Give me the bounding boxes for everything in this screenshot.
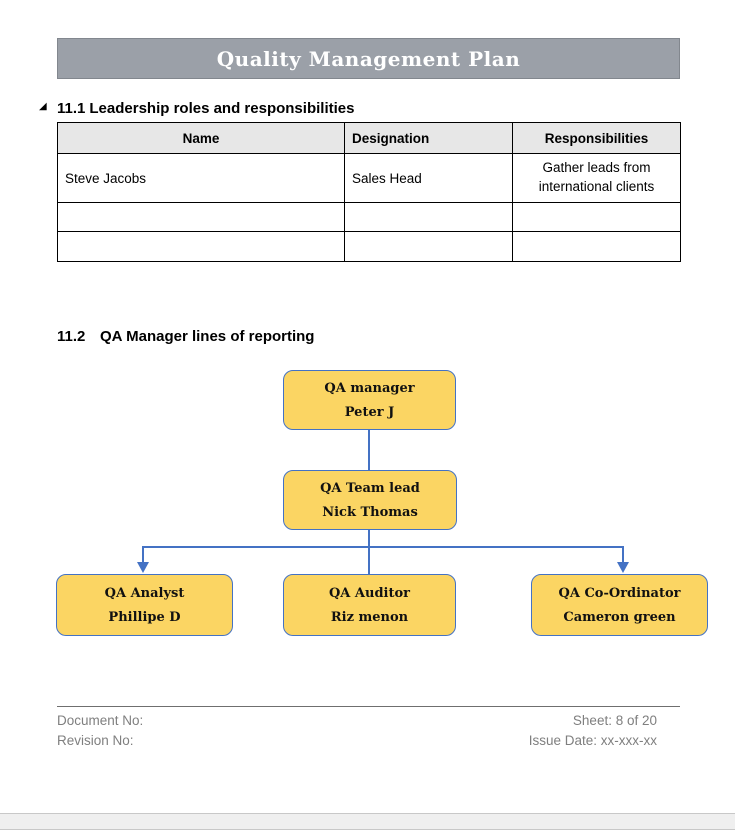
footer-divider xyxy=(57,706,680,707)
org-node-role: QA Co-Ordinator xyxy=(558,585,681,601)
table-row: Steve Jacobs Sales Head Gather leads fro… xyxy=(57,153,681,203)
footer-right-block: Sheet: 8 of 20 Issue Date: xx-xxx-xx xyxy=(400,711,657,751)
horizontal-scrollbar-track[interactable] xyxy=(0,813,735,830)
cell-responsibilities: Gather leads from international clients xyxy=(512,153,681,203)
leadership-roles-table: Name Designation Responsibilities Steve … xyxy=(57,122,681,262)
cell-designation: Sales Head xyxy=(344,153,513,203)
section-title: Leadership roles and responsibilities xyxy=(89,100,355,117)
cell-responsibilities xyxy=(512,202,681,232)
cell-name xyxy=(57,202,345,232)
org-node-qa-analyst: QA Analyst Phillipe D xyxy=(56,574,233,636)
heading-collapse-icon[interactable]: ◢ xyxy=(39,101,47,112)
org-node-role: QA Team lead xyxy=(320,480,420,496)
section-number: 11.2 xyxy=(57,328,86,345)
org-node-qa-manager: QA manager Peter J xyxy=(283,370,456,430)
issue-date-label: Issue Date: xx-xxx-xx xyxy=(528,733,657,748)
org-node-role: QA Analyst xyxy=(104,585,185,601)
cell-name: Steve Jacobs xyxy=(57,153,345,203)
column-header-name: Name xyxy=(57,122,345,154)
org-node-role: QA Auditor xyxy=(328,585,411,601)
revision-no-label: Revision No: xyxy=(57,733,134,748)
section-heading-11-2: 11.2 QA Manager lines of reporting xyxy=(57,328,314,345)
document-no-label: Document No: xyxy=(57,713,144,728)
org-node-qa-team-lead: QA Team lead Nick Thomas xyxy=(283,470,457,530)
column-header-designation: Designation xyxy=(344,122,513,154)
org-node-name: Riz menon xyxy=(330,609,409,625)
org-node-name: Phillipe D xyxy=(108,609,181,625)
org-node-name: Peter J xyxy=(344,404,395,420)
table-row xyxy=(57,202,681,232)
org-node-role: QA manager xyxy=(324,380,415,396)
org-node-name: Cameron green xyxy=(563,609,676,625)
title-banner: Quality Management Plan xyxy=(57,38,680,79)
sheet-label: Sheet: 8 of 20 xyxy=(572,713,657,728)
cell-designation xyxy=(344,202,513,232)
org-node-qa-auditor: QA Auditor Riz menon xyxy=(283,574,456,636)
document-title: Quality Management Plan xyxy=(216,46,521,71)
footer-left-block: Document No: Revision No: xyxy=(57,711,143,751)
section-title: QA Manager lines of reporting xyxy=(100,328,315,345)
cell-name xyxy=(57,231,345,262)
table-header-row: Name Designation Responsibilities xyxy=(57,122,681,154)
cell-responsibilities xyxy=(512,231,681,262)
cell-designation xyxy=(344,231,513,262)
column-header-responsibilities: Responsibilities xyxy=(512,122,681,154)
org-node-name: Nick Thomas xyxy=(322,504,418,520)
table-row xyxy=(57,231,681,262)
section-number: 11.1 xyxy=(57,100,86,117)
org-node-qa-coordinator: QA Co-Ordinator Cameron green xyxy=(531,574,708,636)
